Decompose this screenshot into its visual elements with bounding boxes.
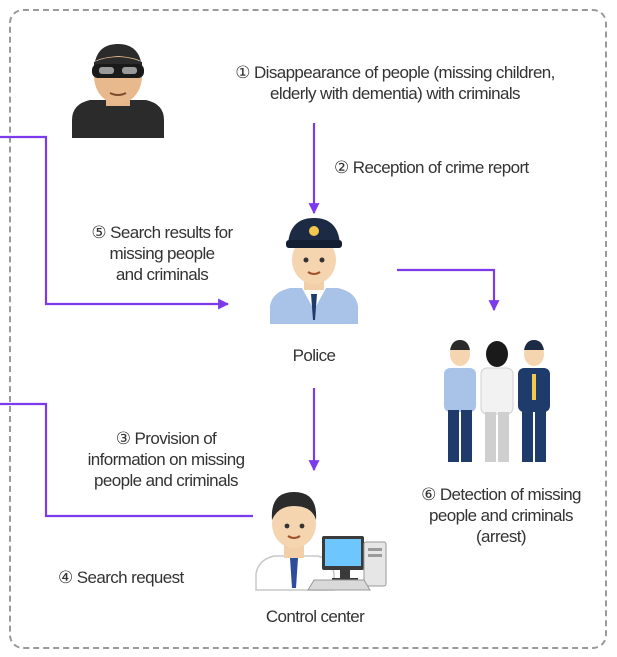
police-officer-icon	[270, 218, 358, 324]
step-1-label: ① Disappearance of people (missing child…	[235, 63, 555, 103]
control-center-operator-icon	[255, 492, 387, 591]
arrow-provision-info	[0, 402, 253, 518]
control-center-label: Control center	[265, 607, 365, 626]
police-label: Police	[292, 346, 336, 365]
step-6-label: ⑥ Detection of missing people and crimin…	[421, 485, 581, 546]
step-5-label: ⑤ Search results for missing people and …	[91, 223, 233, 284]
police-figure	[268, 214, 360, 331]
step-2-label: ② Reception of crime report	[334, 158, 529, 177]
diagram-frame	[9, 9, 607, 649]
arrest-group-icon	[444, 340, 550, 462]
arrow-search-results	[0, 135, 230, 310]
criminal-figure	[68, 38, 168, 145]
arrow-police-to-arrest	[397, 268, 500, 312]
step-4-label: ④ Search request	[58, 568, 184, 587]
masked-criminal-icon	[72, 44, 164, 138]
step-3-label: ③ Provision of information on missing pe…	[87, 429, 245, 490]
arrest-figure	[440, 338, 554, 469]
control-center-figure	[252, 482, 392, 599]
